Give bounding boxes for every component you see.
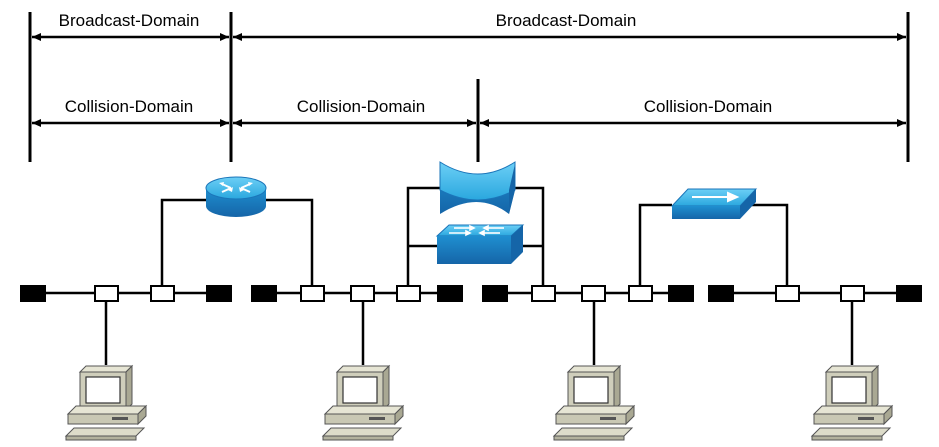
connector: [531, 285, 556, 302]
terminator: [668, 285, 694, 302]
collision-domain-label-3: Collision-Domain: [643, 97, 773, 116]
broadcast-domain-label-1: Broadcast-Domain: [58, 11, 200, 30]
terminator: [896, 285, 922, 302]
collision-domain-label-1: Collision-Domain: [64, 97, 194, 116]
bridge-icon: [439, 161, 516, 214]
layer2-switch-icon: [670, 188, 758, 219]
router-icon: [205, 176, 267, 217]
connector: [581, 285, 606, 302]
connection-lines: [104, 186, 854, 365]
computer-icon: [810, 364, 894, 441]
terminator: [437, 285, 463, 302]
computer-icon: [552, 364, 636, 441]
domain-boundaries: [28, 12, 910, 162]
switch-right-link: [638, 203, 789, 293]
connector: [628, 285, 653, 302]
connector: [300, 285, 325, 302]
connector: [350, 285, 375, 302]
connector: [396, 285, 421, 302]
broadcast-domain-label-2: Broadcast-Domain: [495, 11, 637, 30]
router-link: [160, 198, 314, 293]
computers: [64, 364, 894, 441]
bridge-link: [406, 186, 545, 293]
connector: [94, 285, 119, 302]
terminator: [708, 285, 734, 302]
connector: [775, 285, 800, 302]
terminators: [20, 285, 922, 302]
terminator: [206, 285, 232, 302]
terminator: [482, 285, 508, 302]
computer-icon: [321, 364, 405, 441]
collision-domain-label-2: Collision-Domain: [296, 97, 426, 116]
computer-icon: [64, 364, 148, 441]
switch-icon: [435, 224, 525, 264]
terminator: [20, 285, 46, 302]
connector: [840, 285, 865, 302]
connector: [150, 285, 175, 302]
terminator: [251, 285, 277, 302]
connectors: [94, 285, 865, 302]
